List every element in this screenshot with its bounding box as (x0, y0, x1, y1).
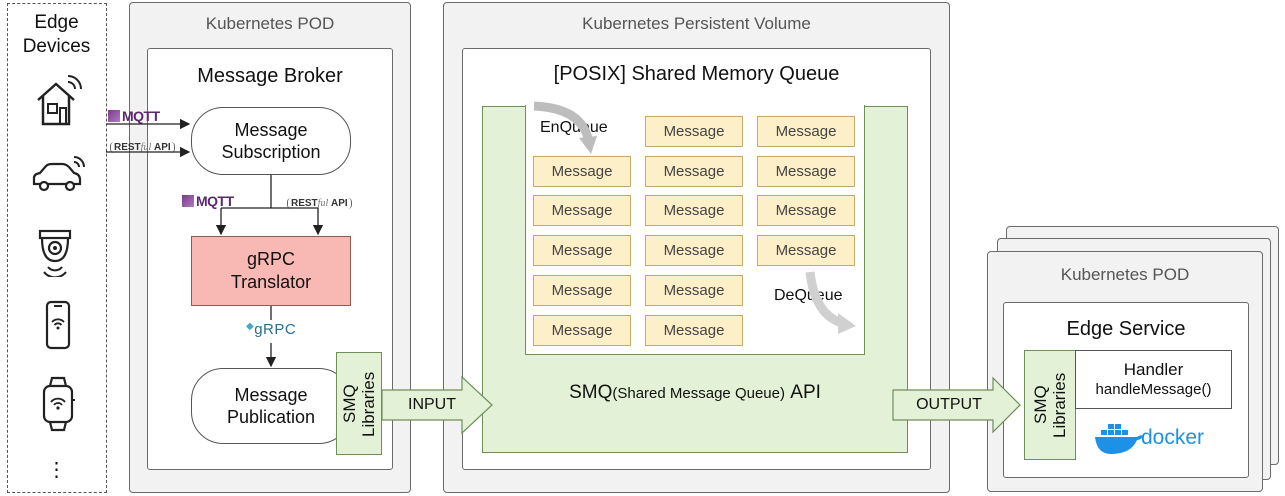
handler-method-label: handleMessage() (1095, 380, 1212, 398)
pod-right-title: Kubernetes POD (1060, 265, 1190, 284)
rest-api-logo-top-api: API (154, 142, 171, 153)
edge-devices-title: Edge Devices (22, 12, 91, 57)
docker-whale-icon (1095, 424, 1143, 454)
message-box: Message (645, 155, 743, 187)
handler-box: Handler handleMessage() (1075, 350, 1232, 409)
message-subscription-node: Message Subscription (191, 107, 351, 175)
smq-api-label: SMQ(Shared Message Queue) API (482, 378, 908, 408)
message-box: Message (533, 195, 631, 227)
message-box: Message (757, 235, 855, 267)
mqtt-logo-top-text: MQTT (122, 108, 160, 124)
edge-devices-panel: Edge Devices ⋮ (7, 3, 107, 493)
smq-api-main: SMQ (569, 382, 613, 403)
message-box: Message (533, 314, 631, 346)
docker-logo: docker (1093, 418, 1204, 458)
edge-service-title: Edge Service (1066, 317, 1186, 340)
message-box: Message (533, 274, 631, 306)
dequeue-curve-arrow (805, 271, 844, 328)
shared-memory-queue-title: [POSIX] Shared Memory Queue (553, 62, 840, 85)
rest-api-logo-mid-api: API (331, 198, 348, 209)
message-box: Message (645, 314, 743, 346)
message-publication-label: Message Publication (226, 385, 316, 427)
message-box: Message (757, 155, 855, 187)
message-subscription-label: Message Subscription (221, 120, 321, 162)
smartwatch-icon (42, 376, 75, 432)
smq-libraries-left: SMQ Libraries (336, 352, 382, 455)
input-arrow (381, 375, 493, 435)
grpc-translator-node: gRPC Translator (191, 236, 351, 306)
smartphone-icon (45, 300, 71, 350)
rest-api-logo-mid-rest: REST (291, 198, 318, 209)
smq-api-end: API (790, 382, 821, 403)
handler-label: Handler (1123, 359, 1184, 379)
enqueue-label: EnQueue (540, 119, 608, 136)
rest-api-logo-top-rest: REST (114, 142, 141, 153)
message-box: Message (757, 116, 855, 147)
pod-left-title: Kubernetes POD (205, 14, 335, 33)
dequeue-arrowhead-icon (838, 313, 856, 334)
message-box: Message (533, 235, 631, 267)
rest-api-logo-top: RESTful API (110, 137, 175, 155)
message-box: Message (757, 195, 855, 227)
message-box: Message (645, 116, 743, 147)
persistent-volume-title: Kubernetes Persistent Volume (582, 14, 811, 33)
connected-car-icon (32, 156, 85, 192)
message-box: Message (645, 274, 743, 306)
mqtt-logo-top: MQTT (108, 107, 160, 125)
smq-api-sub: (Shared Message Queue) (612, 384, 785, 402)
mqtt-logo-mid-text: MQTT (196, 193, 234, 209)
rest-api-logo-mid-ful: ful (317, 198, 329, 209)
smart-home-icon (37, 75, 82, 126)
security-camera-icon (38, 229, 72, 277)
message-box: Message (533, 155, 631, 187)
message-broker-title: Message Broker (197, 64, 343, 87)
grpc-translator-label: gRPC Translator (230, 249, 312, 292)
grpc-logo: ◆gRPC (246, 321, 296, 338)
output-label: OUTPUT (916, 396, 982, 413)
docker-text: docker (1141, 426, 1205, 449)
message-box: Message (645, 195, 743, 227)
more-devices-icon: ⋮ (46, 458, 67, 481)
output-arrow (892, 376, 1021, 434)
dequeue-label: DeQueue (774, 287, 843, 304)
enqueue-curve-arrow (533, 101, 593, 140)
enqueue-arrowhead-icon (579, 136, 597, 154)
grpc-logo-dot-icon: ◆ (246, 321, 255, 332)
mqtt-logo-mid: MQTT (182, 192, 234, 210)
rest-api-logo-top-ful: ful (140, 142, 152, 153)
smq-libraries-right: SMQ Libraries (1024, 350, 1076, 460)
message-box: Message (645, 235, 743, 267)
grpc-logo-text: gRPC (254, 321, 297, 338)
rest-api-logo-mid: RESTful API (287, 193, 352, 211)
input-label: INPUT (408, 396, 456, 413)
